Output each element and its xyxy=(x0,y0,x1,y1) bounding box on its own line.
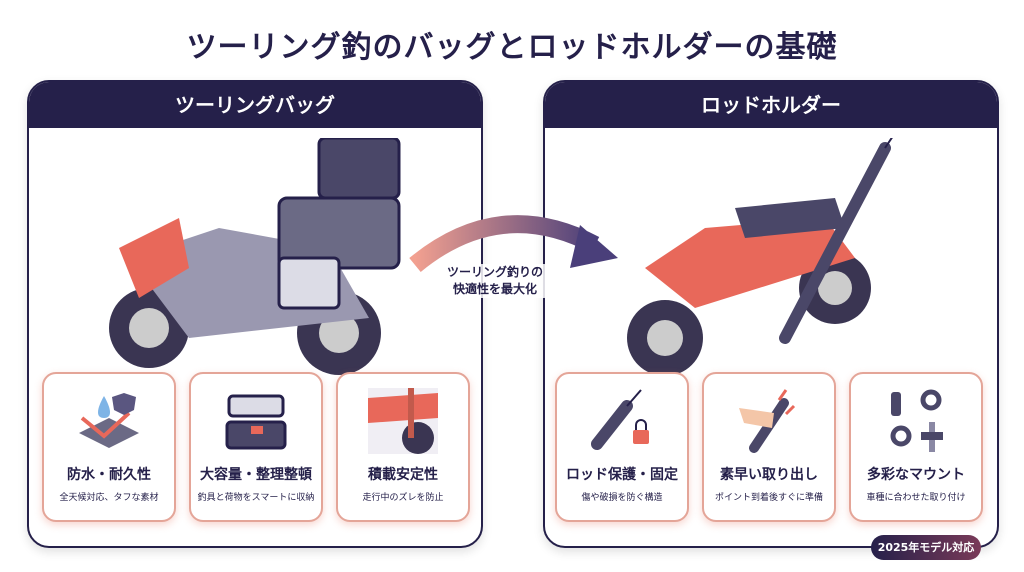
waterproof-icon xyxy=(79,393,139,448)
arrow-caption-line2: 快適性を最大化 xyxy=(452,282,537,296)
card-subtitle: 車種に合わせた取り付け xyxy=(866,493,966,503)
card-title: 多彩なマウント xyxy=(867,467,965,483)
rod-lock-icon xyxy=(591,389,649,450)
strap-mount-icon xyxy=(368,388,438,454)
feature-card-quick-release: 素早い取り出し ポイント到着後すぐに準備 xyxy=(702,372,836,522)
arrow-caption: ツーリング釣りの 快適性を最大化 xyxy=(440,264,550,298)
motorcycle-with-rod-holder-illustration xyxy=(627,138,893,376)
card-subtitle: 釣具と荷物をスマートに収納 xyxy=(197,493,315,503)
motorcycle-with-bags-illustration xyxy=(109,138,401,375)
card-title: 素早い取り出し xyxy=(720,467,818,483)
card-subtitle: ポイント到着後すぐに準備 xyxy=(714,493,823,503)
feature-card-waterproof: 防水・耐久性 全天候対応、タフな素材 xyxy=(42,372,176,522)
card-title: 防水・耐久性 xyxy=(67,467,151,483)
feature-card-stability: 積載安定性 走行中のズレを防止 xyxy=(336,372,470,522)
rod-holder-panel: ロッドホルダー ロッド保護・固定 傷や破損を防ぐ構造 素早い取り出し ポイント到… xyxy=(543,80,999,548)
panel-header: ツーリングバッグ xyxy=(29,82,481,128)
feature-card-capacity: 大容量・整理整頓 釣具と荷物をスマートに収納 xyxy=(189,372,323,522)
mount-clamps-icon xyxy=(890,389,943,452)
page-title: ツーリング釣のバッグとロッドホルダーの基礎 xyxy=(186,30,838,65)
card-title: ロッド保護・固定 xyxy=(566,467,678,483)
hand-rod-release-icon xyxy=(739,389,796,453)
arrow-caption-line1: ツーリング釣りの xyxy=(446,265,543,279)
model-year-badge: 2025年モデル対応 xyxy=(871,535,981,560)
feature-card-rod-protection: ロッド保護・固定 傷や破損を防ぐ構造 xyxy=(555,372,689,522)
tackle-box-icon xyxy=(225,394,287,450)
card-subtitle: 傷や破損を防ぐ構造 xyxy=(581,493,663,503)
card-subtitle: 走行中のズレを防止 xyxy=(362,493,444,503)
touring-bag-panel: ツーリングバッグ 防水・耐久性 全天候対応、タフな素材 大容量・整理整頓 釣具と… xyxy=(27,80,483,548)
card-title: 積載安定性 xyxy=(368,467,438,483)
curved-arrow xyxy=(409,215,618,272)
feature-card-mounts: 多彩なマウント 車種に合わせた取り付け xyxy=(849,372,983,522)
panel-header: ロッドホルダー xyxy=(545,82,997,128)
card-subtitle: 全天候対応、タフな素材 xyxy=(59,493,159,503)
card-title: 大容量・整理整頓 xyxy=(200,467,312,483)
